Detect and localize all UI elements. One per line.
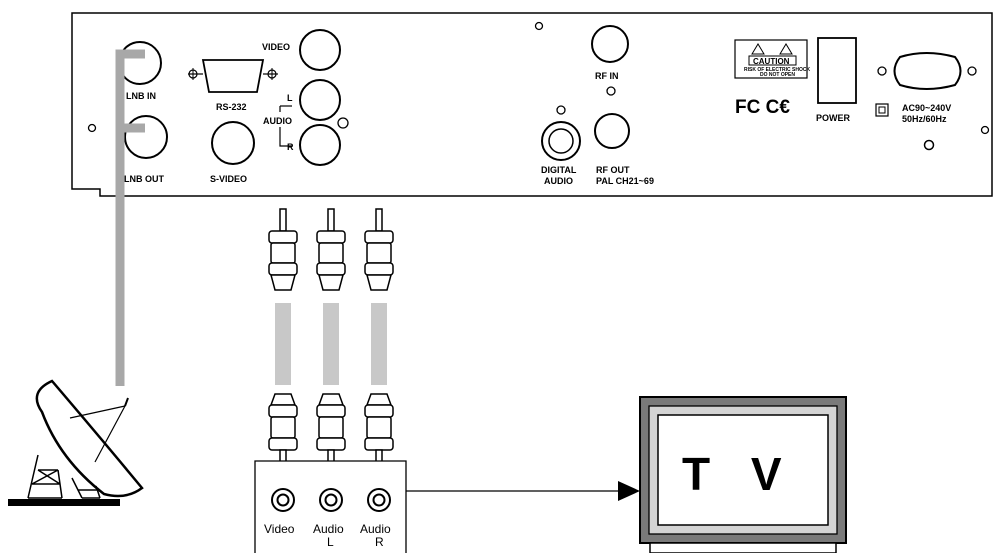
audio-r-out-jack (299, 124, 341, 166)
rf-out-channel-label: PAL CH21~69 (596, 176, 654, 186)
panel-hole-small (556, 105, 566, 115)
audio-label: AUDIO (263, 116, 292, 126)
rf-in-label: RF IN (595, 71, 619, 81)
tv-label: T V (682, 448, 796, 500)
video-out-jack (299, 29, 341, 71)
panel-screw-right (980, 125, 990, 135)
audio-left-input-jack (319, 488, 343, 512)
video-out-label: VIDEO (262, 42, 290, 52)
panel-screw-left (87, 123, 97, 133)
audio-l-out-jack (299, 79, 341, 121)
rs232-label: RS-232 (216, 102, 247, 112)
satellite-cable (115, 49, 145, 386)
audio-l-label: L (287, 93, 293, 103)
lnb-out-label: LNB OUT (124, 174, 164, 184)
tv-input-jack-panel: Video Audio L Audio R (254, 460, 407, 553)
svg-text:CAUTION: CAUTION (753, 57, 790, 66)
rca-cable-audio-left (316, 208, 346, 476)
audio-right-jack-label: Audio (360, 522, 391, 536)
connection-arrow (406, 481, 640, 501)
digital-label: DIGITAL (541, 165, 577, 175)
rs232-port (188, 59, 278, 93)
fcc-ce-marks: FC C€ (735, 97, 790, 118)
audio-right-input-jack (367, 488, 391, 512)
video-jack-label: Video (264, 522, 295, 536)
svg-text:RISK OF ELECTRIC SHOCK: RISK OF ELECTRIC SHOCK (744, 67, 811, 73)
panel-hole-small (534, 21, 544, 31)
rca-cable-audio-right (364, 208, 394, 476)
rf-out-label: RF OUT (596, 165, 630, 175)
double-insulation-icon (875, 103, 889, 117)
lnb-in-connector (118, 41, 162, 85)
lnb-out-connector (124, 115, 168, 159)
satellite-dish-icon (8, 379, 144, 506)
lnb-in-label: LNB IN (126, 91, 156, 101)
rf-out-connector (594, 113, 630, 149)
power-switch (817, 37, 857, 104)
panel-hole-small (606, 86, 616, 96)
svideo-port (211, 121, 255, 165)
audio-left-jack-label: Audio (313, 522, 344, 536)
ac-voltage-label: AC90~240V (902, 103, 951, 113)
audio-r-label: R (287, 142, 294, 152)
svideo-label: S-VIDEO (210, 174, 247, 184)
audio-left-jack-channel: L (327, 535, 334, 549)
audio-right-jack-channel: R (375, 535, 384, 549)
tv-icon (639, 396, 847, 553)
ac-frequency-label: 50Hz/60Hz (902, 114, 947, 124)
panel-hole-small (923, 139, 935, 151)
svg-text:DO NOT OPEN: DO NOT OPEN (760, 72, 795, 78)
caution-label: CAUTION RISK OF ELECTRIC SHOCK DO NOT OP… (734, 39, 811, 79)
rf-in-connector (591, 25, 629, 63)
panel-hole-small (337, 117, 349, 129)
power-label: POWER (816, 113, 851, 123)
digital-audio-connector (541, 121, 581, 161)
video-input-jack (271, 488, 295, 512)
ac-power-socket (877, 52, 977, 90)
digital-audio-label: AUDIO (544, 176, 573, 186)
rca-cable-video (268, 208, 298, 476)
